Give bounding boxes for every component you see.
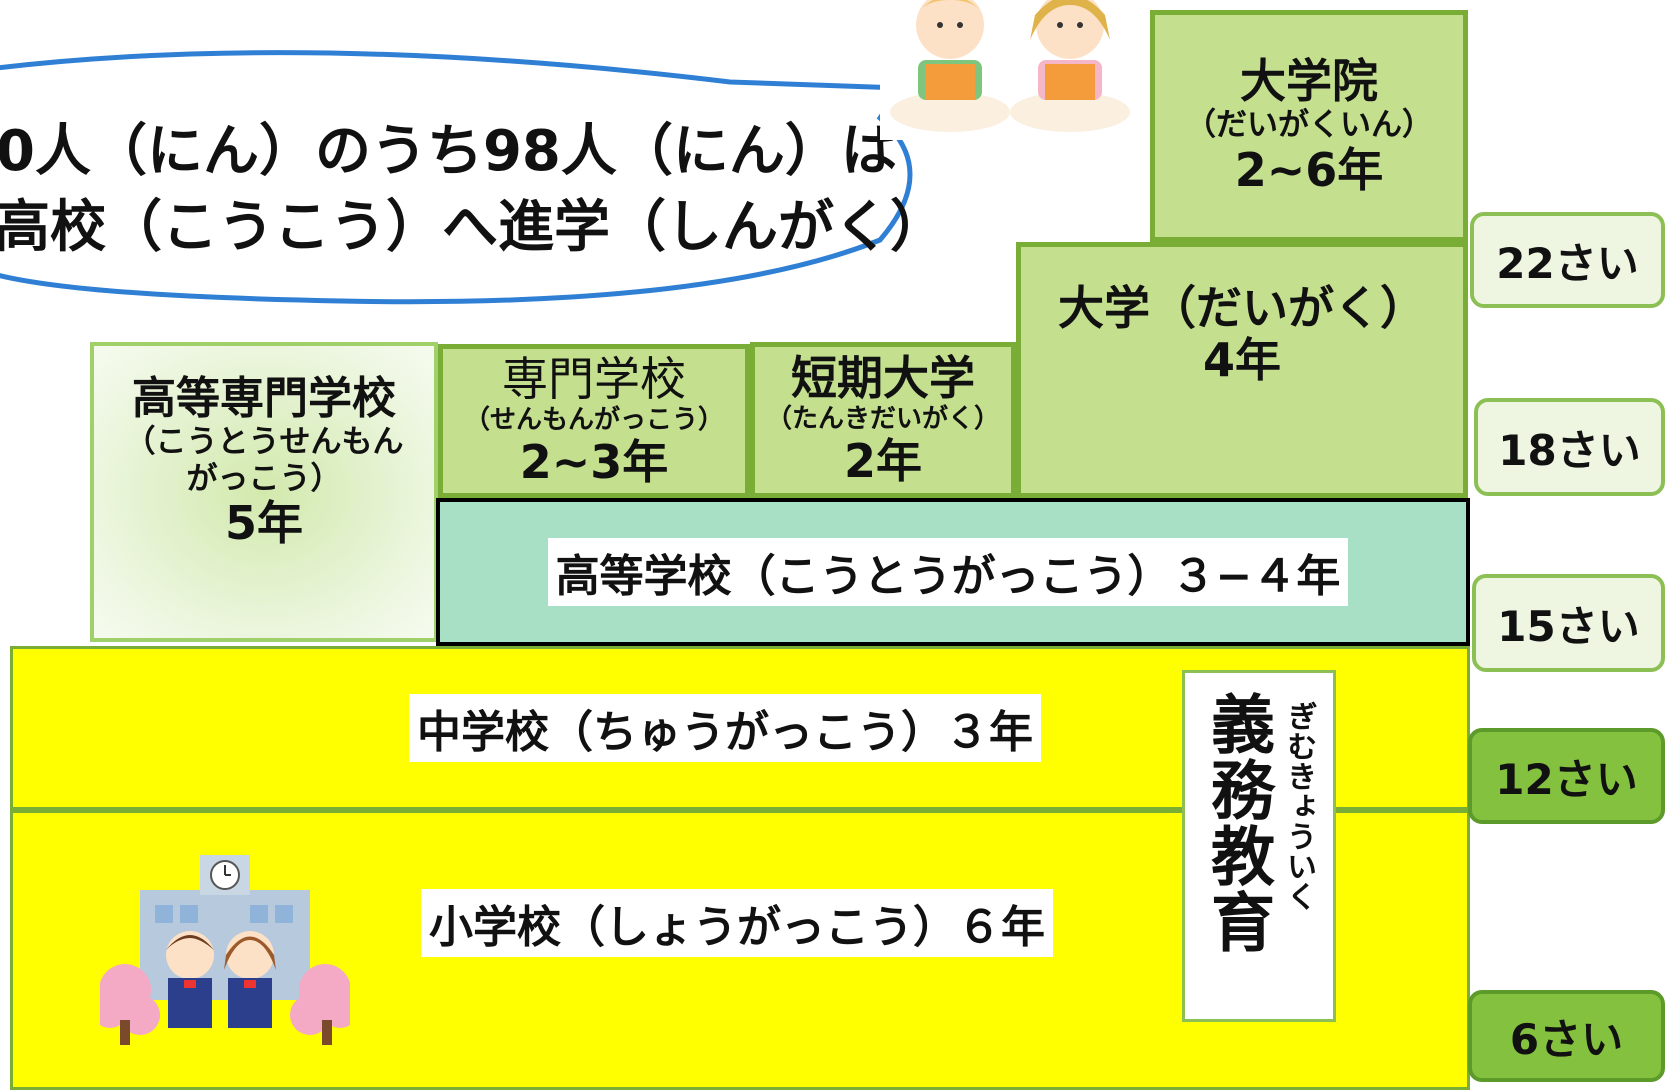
technical-college-name: 高等専門学校 [132,373,396,425]
age-marker-6: 6さい [1468,990,1665,1082]
vocational-school-years: 2~3年 [519,434,669,489]
age-marker-18: 18さい [1474,398,1665,496]
school-building-icon [100,855,350,1045]
junior-college-years: 2年 [843,433,922,488]
university-years: 4年 [1202,333,1281,387]
children-reading-icon [880,0,1140,140]
technical-college-years: 5年 [224,496,303,551]
technical-college-reading-1: （こうとうせんもん [124,423,404,460]
junior-college-name: 短期大学 [791,350,975,405]
compulsory-education-box: 義務教育 ぎむきょういく [1182,670,1336,1022]
graduate-school-name: 大学院 [1240,53,1378,108]
graduate-school-box: 大学院 （だいがくいん） 2~6年 [1150,10,1468,242]
university-name: 大学（だいがく） [1058,281,1426,336]
graduate-school-years: 2~6年 [1234,142,1384,197]
junior-high-label: 中学校（ちゅうがっこう）３年 [409,694,1041,762]
vocational-school-box: 専門学校 （せんもんがっこう） 2~3年 [438,344,750,498]
high-school-box: 高等学校（こうとうがっこう）３−４年 [436,498,1470,646]
junior-college-reading: （たんきだいがく） [765,404,1000,435]
junior-college-box: 短期大学 （たんきだいがく） 2年 [750,342,1016,498]
age-marker-12: 12さい [1468,728,1665,824]
graduate-school-reading: （だいがくいん） [1185,107,1433,144]
speech-bubble [0,50,913,305]
vocational-school-reading: （せんもんがっこう） [463,405,724,436]
elementary-label: 小学校（しょうがっこう）６年 [421,889,1053,957]
speech-bubble-line2: 高校（こうこう）へ進学（しんがく） [0,195,946,260]
compulsory-education-reading: ぎむきょういく [1281,701,1316,911]
vocational-school-name: 専門学校 [502,351,686,406]
age-marker-15: 15さい [1472,574,1665,672]
speech-bubble-line1: 0人（にん）のうち98人（にん）は [0,119,897,184]
age-marker-22: 22さい [1470,212,1665,308]
university-box: 大学（だいがく） 4年 [1016,242,1468,498]
high-school-label: 高等学校（こうとうがっこう）３−４年 [547,538,1349,606]
technical-college-box: 高等専門学校 （こうとうせんもん がっこう） 5年 [90,342,438,642]
technical-college-reading-2: がっこう） [186,460,342,497]
compulsory-education-kanji: 義務教育 [1200,691,1274,955]
